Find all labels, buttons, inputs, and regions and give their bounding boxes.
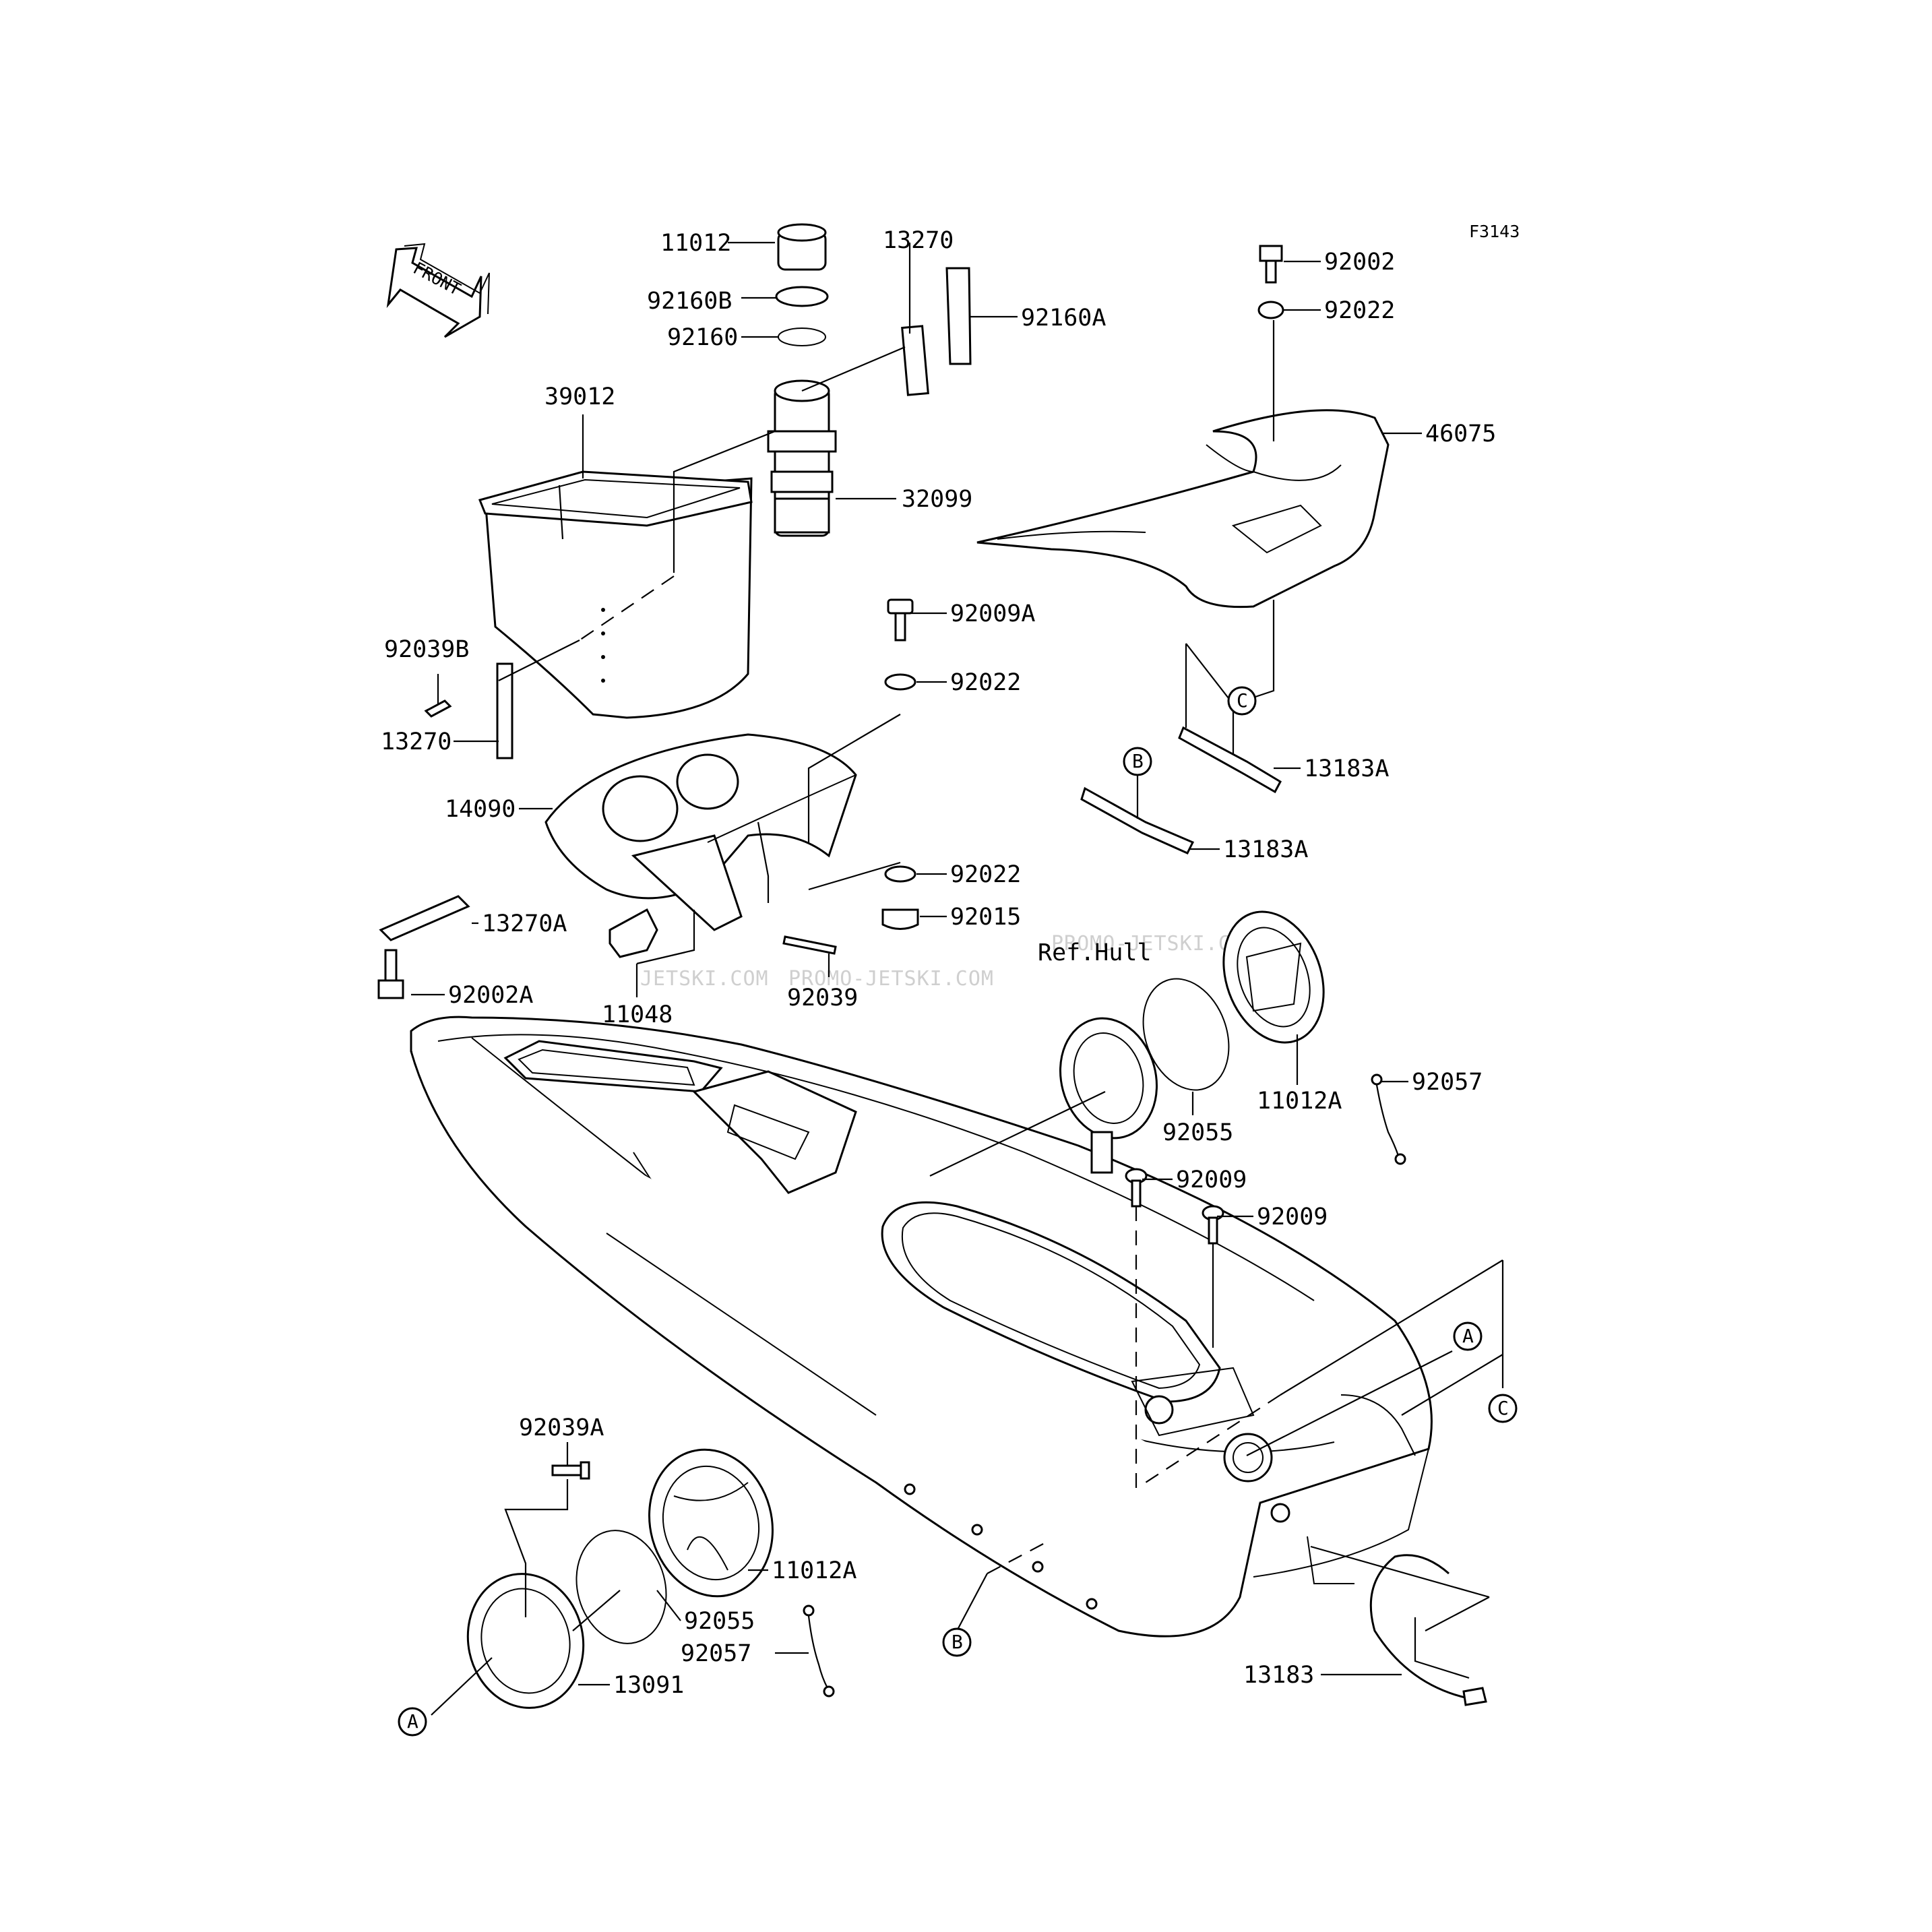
label-13183: 13183 [1243,1662,1314,1689]
label-11048: 11048 [602,1001,673,1028]
label-92160A: 92160A [1021,305,1106,332]
label-11012A-left: 11012A [772,1557,856,1584]
tether-92057-left [803,1604,835,1697]
retaining-ring-13183 [1369,1554,1487,1706]
label-46075: 46075 [1425,420,1496,447]
svg-text:A: A [407,1710,418,1733]
cover-ring-ref-hull [1059,1017,1158,1174]
nut-92015 [881,908,919,930]
ref-hull-note: Ref.Hull [1038,939,1152,966]
label-39012: 39012 [544,383,615,410]
seat-46075 [976,409,1390,609]
strap-13270-left [496,662,513,759]
label-13270-left: 13270 [381,728,451,755]
label-92160: 92160 [667,324,738,351]
label-92009-a: 92009 [1176,1166,1247,1193]
figure-code: F3143 [1469,222,1520,241]
inspection-cover-11012A-left [648,1448,774,1598]
filler-neck-32099 [767,379,837,537]
bracket-13183A-upper [1178,726,1282,794]
callout-B-bottom: B [942,1627,972,1657]
front-arrow-icon: FRONT [386,243,490,338]
bracket-13183A-lower [1080,786,1195,854]
callout-B-top: B [1123,747,1152,776]
watermark-2: PROMO-JETSKI.COM [788,967,994,991]
label-92015: 92015 [950,904,1021,931]
storage-bucket-39012 [478,470,753,719]
bolt-92002A [377,949,404,999]
bracket-13270A [379,895,470,941]
instrument-cover-14090 [544,733,857,931]
filler-cap-11012 [777,223,827,271]
label-92009A: 92009A [950,600,1035,627]
hull-bottom [410,1051,1429,1638]
label-92022-top: 92022 [1324,297,1395,324]
label-92055-right: 92055 [1162,1119,1233,1146]
label-13270A: 13270A [482,910,567,937]
tether-92057-right [1371,1073,1406,1165]
watermark-1: JETSKI.COM [640,967,769,991]
label-92057-right: 92057 [1412,1069,1483,1096]
label-13183A-upper: 13183A [1304,755,1389,782]
svg-text:C: C [1497,1397,1509,1419]
callout-A-right: A [1453,1321,1483,1351]
rivet-92039A [551,1461,590,1480]
o-ring-92055-left [575,1530,667,1644]
rivet-92039 [782,935,837,955]
svg-text:C: C [1237,689,1248,712]
label-92057-left: 92057 [681,1640,751,1667]
leader-lines [411,241,1504,1716]
svg-text:A: A [1462,1325,1474,1347]
ring-13091 [466,1573,585,1709]
callout-A-bottom: A [398,1707,427,1737]
label-14090: 14090 [445,796,516,823]
label-92002A: 92002A [448,982,533,1009]
watermark-3: PROMO-JETSKI.COM [1051,932,1257,956]
svg-text:B: B [952,1631,963,1653]
svg-text:B: B [1132,750,1144,772]
clip-11048 [609,908,658,958]
washer-92022-low [884,865,916,883]
label-32099: 32099 [902,486,972,513]
hull-deck [410,1016,1433,1523]
gasket-92160 [778,328,826,346]
label-11012: 11012 [660,230,731,257]
label-92055-left: 92055 [684,1608,755,1635]
label-92009-b: 92009 [1257,1204,1328,1230]
label-13270-top: 13270 [883,227,954,254]
pad-92160A [945,267,972,365]
bolt-92009A [887,598,914,642]
label-92002: 92002 [1324,249,1395,276]
label-92022-mid: 92022 [950,669,1021,696]
o-ring-92055-right [1142,978,1230,1091]
label-13091: 13091 [613,1672,684,1699]
label-13183A-lower: 13183A [1223,836,1308,863]
label-92022-low: 92022 [950,861,1021,888]
inspection-cover-11012A-right [1222,910,1325,1044]
screw-92009-a [1125,1168,1148,1208]
label-92039: 92039 [787,985,858,1011]
washer-92022-mid [884,673,916,691]
washer-92022-top [1257,301,1284,319]
strap-13270-top [901,325,929,396]
label-92160B: 92160B [647,288,732,315]
gasket-92160B [775,286,829,307]
label-92039A: 92039A [519,1414,604,1441]
label-92039B: 92039B [384,636,469,663]
callout-C-right: C [1488,1394,1518,1423]
callout-C-top: C [1227,686,1257,716]
bolt-92002 [1259,245,1283,284]
label-11012A-right: 11012A [1257,1088,1342,1115]
